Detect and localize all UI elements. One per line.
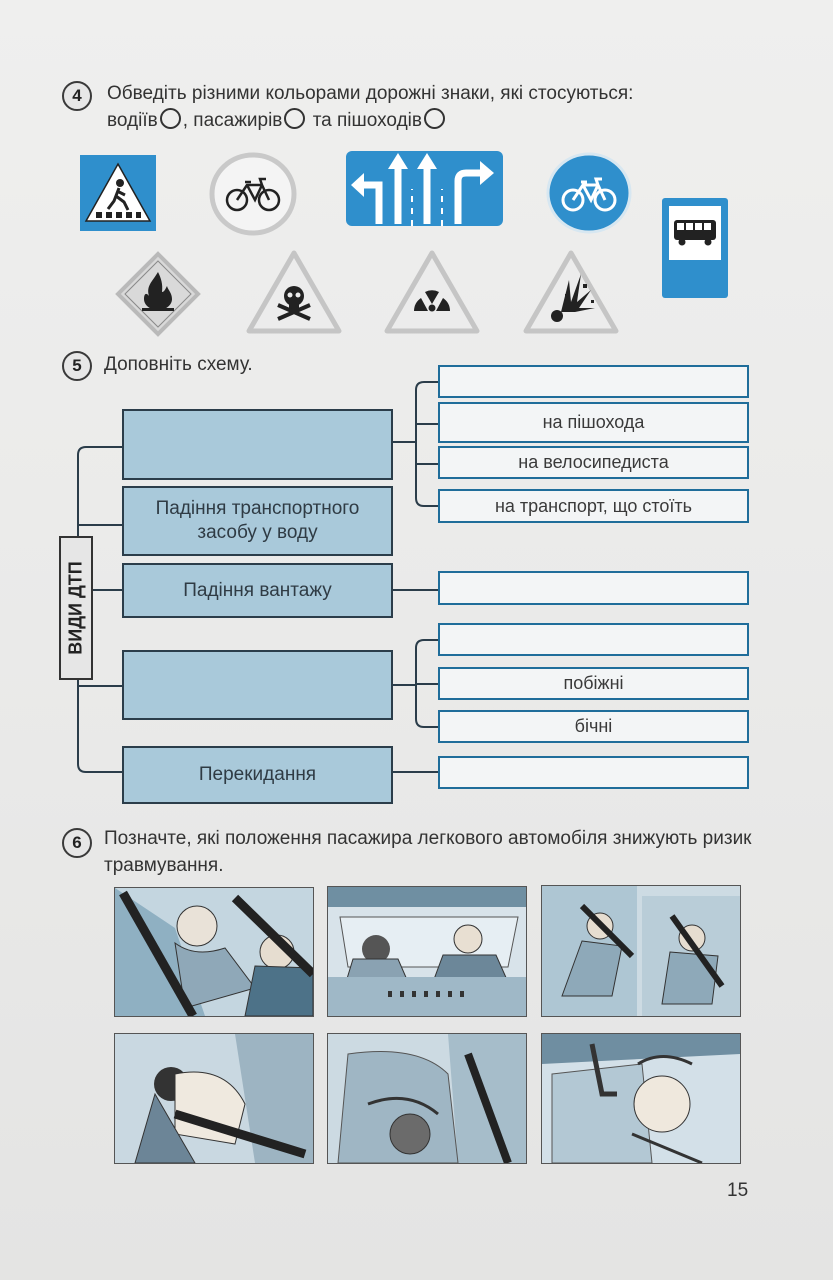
drivers-color-circle[interactable] — [159, 108, 181, 129]
scheme-left-box-1[interactable] — [122, 409, 393, 480]
scheme-left-box-4[interactable] — [122, 650, 393, 720]
scheme-right-box-3: на велосипедиста — [438, 446, 749, 479]
passenger-illustration-6[interactable] — [541, 1033, 741, 1164]
scheme-left-box-5: Перекидання — [122, 746, 393, 804]
passengers-label: , пасажирів — [182, 110, 283, 131]
scheme-right-box-9[interactable] — [438, 756, 749, 789]
radioactive-sign[interactable] — [384, 250, 480, 334]
flammable-sign[interactable] — [115, 251, 201, 337]
scheme-left-box-2: Падіння транспортного засобу у воду — [122, 486, 393, 556]
scheme-right-box-5[interactable] — [438, 571, 749, 605]
scheme-right-box-4: на транспорт, що стоїть — [438, 489, 749, 523]
question-5-title: Доповніть схему. — [104, 354, 253, 375]
scheme-right-box-6[interactable] — [438, 623, 749, 656]
scheme-right-box-7: побіжні — [438, 667, 749, 700]
passengers-color-circle[interactable] — [284, 108, 306, 129]
no-bicycles-sign[interactable] — [209, 152, 297, 236]
bus-stop-sign[interactable] — [662, 198, 728, 298]
passenger-illustration-3[interactable] — [541, 885, 741, 1017]
scheme-right-box-1[interactable] — [438, 365, 749, 398]
explosive-sign[interactable] — [523, 250, 619, 334]
question-4-number: 4 — [62, 81, 92, 111]
scheme-right-box-8: бічні — [438, 710, 749, 743]
passenger-illustration-4[interactable] — [114, 1033, 314, 1164]
bicycle-path-sign[interactable] — [546, 152, 632, 234]
passenger-illustration-2[interactable] — [327, 886, 527, 1017]
question-4-text: Обведіть різними кольорами дорожні знаки… — [107, 80, 767, 134]
scheme-right-box-2: на пішохода — [438, 402, 749, 443]
passenger-illustration-1[interactable] — [114, 887, 314, 1017]
question-6-number: 6 — [62, 828, 92, 858]
question-5-number: 5 — [62, 351, 92, 381]
scheme-left-box-3: Падіння вантажу — [122, 563, 393, 618]
pedestrians-label: та пішоходів — [312, 110, 422, 131]
toxic-sign[interactable] — [246, 250, 342, 334]
drivers-label: водіїв — [107, 110, 158, 131]
pedestrian-crossing-sign[interactable] — [80, 155, 156, 231]
page-number: 15 — [727, 1180, 749, 1201]
question-4-line1: Обведіть різними кольорами дорожні знаки… — [107, 83, 634, 104]
passenger-illustration-5[interactable] — [327, 1033, 527, 1164]
accident-types-label: ВИДИ ДТП — [59, 536, 93, 680]
question-6-text: Позначте, які положення пасажира легково… — [104, 828, 752, 876]
pedestrians-color-circle[interactable] — [423, 108, 445, 129]
lane-directions-sign[interactable] — [346, 151, 503, 226]
